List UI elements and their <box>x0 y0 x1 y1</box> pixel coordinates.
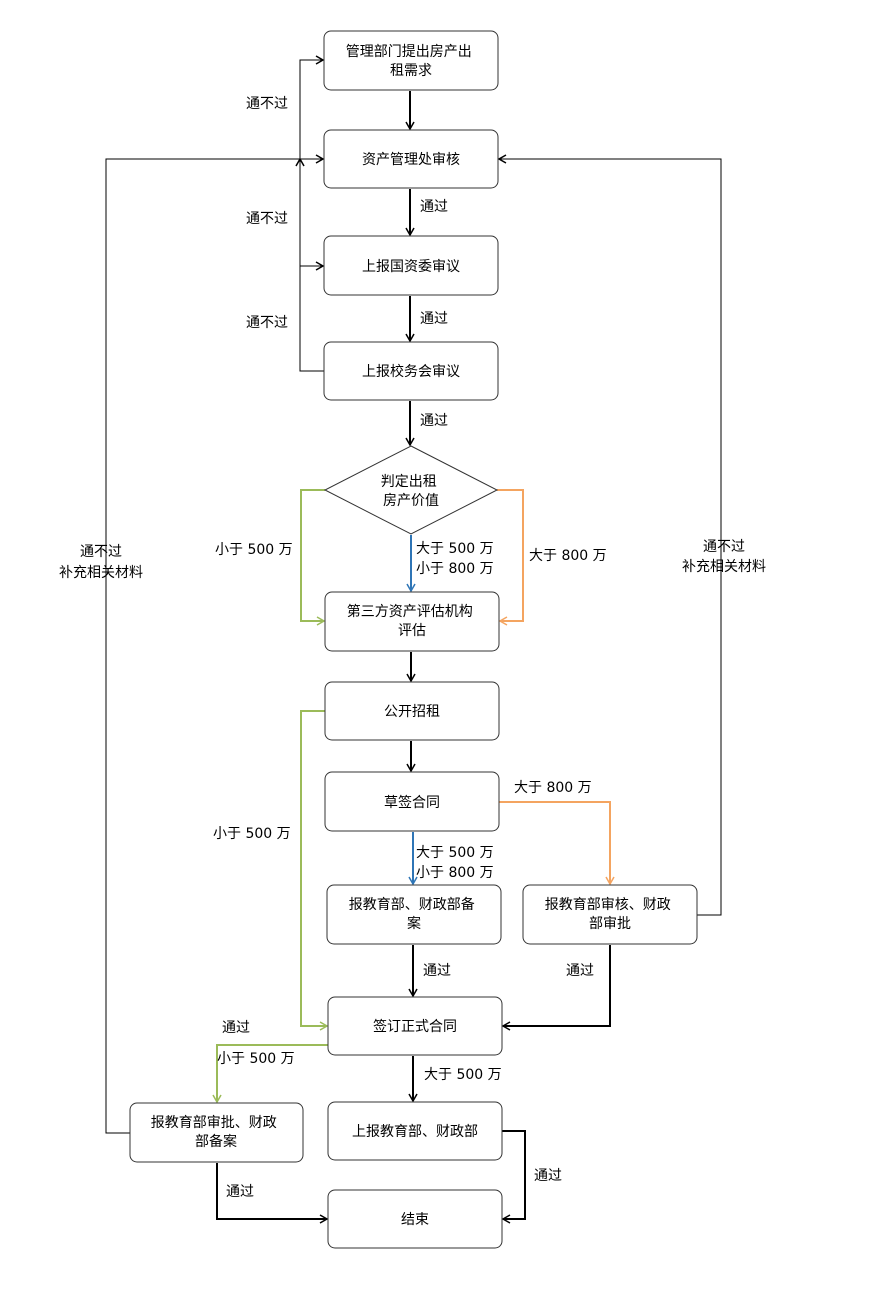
edge-n10-n11 <box>501 945 611 1031</box>
label-pass-n7-n11: 通过 <box>222 1020 250 1036</box>
label-pass-n3-n4: 通过 <box>420 311 448 327</box>
label-pass-n10-n11: 通过 <box>566 963 594 979</box>
label-pass-n12-n14: 通过 <box>226 1184 254 1200</box>
label-n7-lt500: 小于 500 万 <box>213 826 291 842</box>
label-n5-gt500: 大于 500 万 <box>416 541 494 557</box>
node-n14-box <box>327 1189 503 1249</box>
node-n7-text: 公开招租 <box>384 704 440 720</box>
label-n11-lt500: 小于 500 万 <box>217 1051 295 1067</box>
node-n11-text: 签订正式合同 <box>373 1018 457 1035</box>
label-fail-3: 通不过 <box>246 315 288 331</box>
label-right-fail: 通不过 <box>703 539 745 555</box>
label-n8-gt500: 大于 500 万 <box>416 845 494 861</box>
edge-fail-n4-n3 <box>295 157 324 372</box>
node-n8-text: 草签合同 <box>384 794 440 811</box>
node-n11-box <box>327 996 503 1056</box>
node-n13-text: 上报教育部、财政部 <box>352 1124 478 1140</box>
label-pass-n9-n11: 通过 <box>423 963 451 979</box>
label-pass-n2-n3: 通过 <box>420 199 448 215</box>
label-fail-2: 通不过 <box>246 211 288 227</box>
node-n3-text: 上报国资委审议 <box>362 259 460 275</box>
node-n7-box <box>324 681 500 741</box>
node-n2-text: 资产管理处审核 <box>362 152 460 168</box>
label-n8-lt800: 小于 800 万 <box>416 865 494 881</box>
node-n14-text: 结束 <box>401 1212 429 1228</box>
label-n8-gt800: 大于 800 万 <box>514 780 592 796</box>
node-n9-box <box>326 884 502 945</box>
label-pass-n13-n14: 通过 <box>534 1168 562 1184</box>
label-pass-n4-n5: 通过 <box>420 413 448 429</box>
node-n12-text: 报教育部审批、财政 部备案 <box>151 1115 281 1150</box>
label-left-fail: 通不过 <box>80 544 122 560</box>
node-n12-box <box>129 1102 304 1163</box>
node-n3-box <box>323 235 499 296</box>
label-n5-lt800: 小于 800 万 <box>416 561 494 577</box>
edge-n5-gt800 <box>497 489 524 626</box>
node-n1-text: 管理部门提出房产出 租需求 <box>346 44 476 79</box>
node-n9-text: 报教育部、财政部备 案 <box>349 896 479 932</box>
node-n5-diamond <box>323 445 499 535</box>
edge-n11-n12 <box>212 1044 330 1104</box>
node-n4-text: 上报校务会审议 <box>362 363 460 380</box>
node-n1-box <box>323 30 499 91</box>
node-n8-box <box>324 771 500 832</box>
edge-n7-n11 <box>300 710 329 1031</box>
edge-n12-n2 <box>105 154 325 1134</box>
node-n5-text: 判定出租 房产价值 <box>381 474 441 509</box>
node-n6-text: 第三方资产评估机构 评估 <box>347 603 477 639</box>
label-right-supplement: 补充相关材料 <box>682 559 766 575</box>
label-fail-1: 通不过 <box>246 96 288 112</box>
edge-n12-n14 <box>216 1163 329 1224</box>
edge-n8-n10 <box>499 801 615 886</box>
node-n10-box <box>522 884 698 945</box>
edge-n13-n14 <box>501 1130 526 1224</box>
node-n2-box <box>323 129 499 189</box>
node-n13-box <box>327 1101 503 1161</box>
label-n11-gt500: 大于 500 万 <box>424 1067 502 1083</box>
label-left-supplement: 补充相关材料 <box>59 565 143 581</box>
edge-n10-n2 <box>497 154 722 916</box>
node-n10-text: 报教育部审核、财政 部审批 <box>545 897 675 932</box>
edge-fail-n2-n1 <box>299 55 325 160</box>
label-n5-lt500: 小于 500 万 <box>215 542 293 558</box>
node-n6-box <box>324 591 500 652</box>
node-n4-box <box>323 341 499 401</box>
edge-n5-lt500 <box>300 489 326 626</box>
label-n5-gt800: 大于 800 万 <box>529 548 607 564</box>
